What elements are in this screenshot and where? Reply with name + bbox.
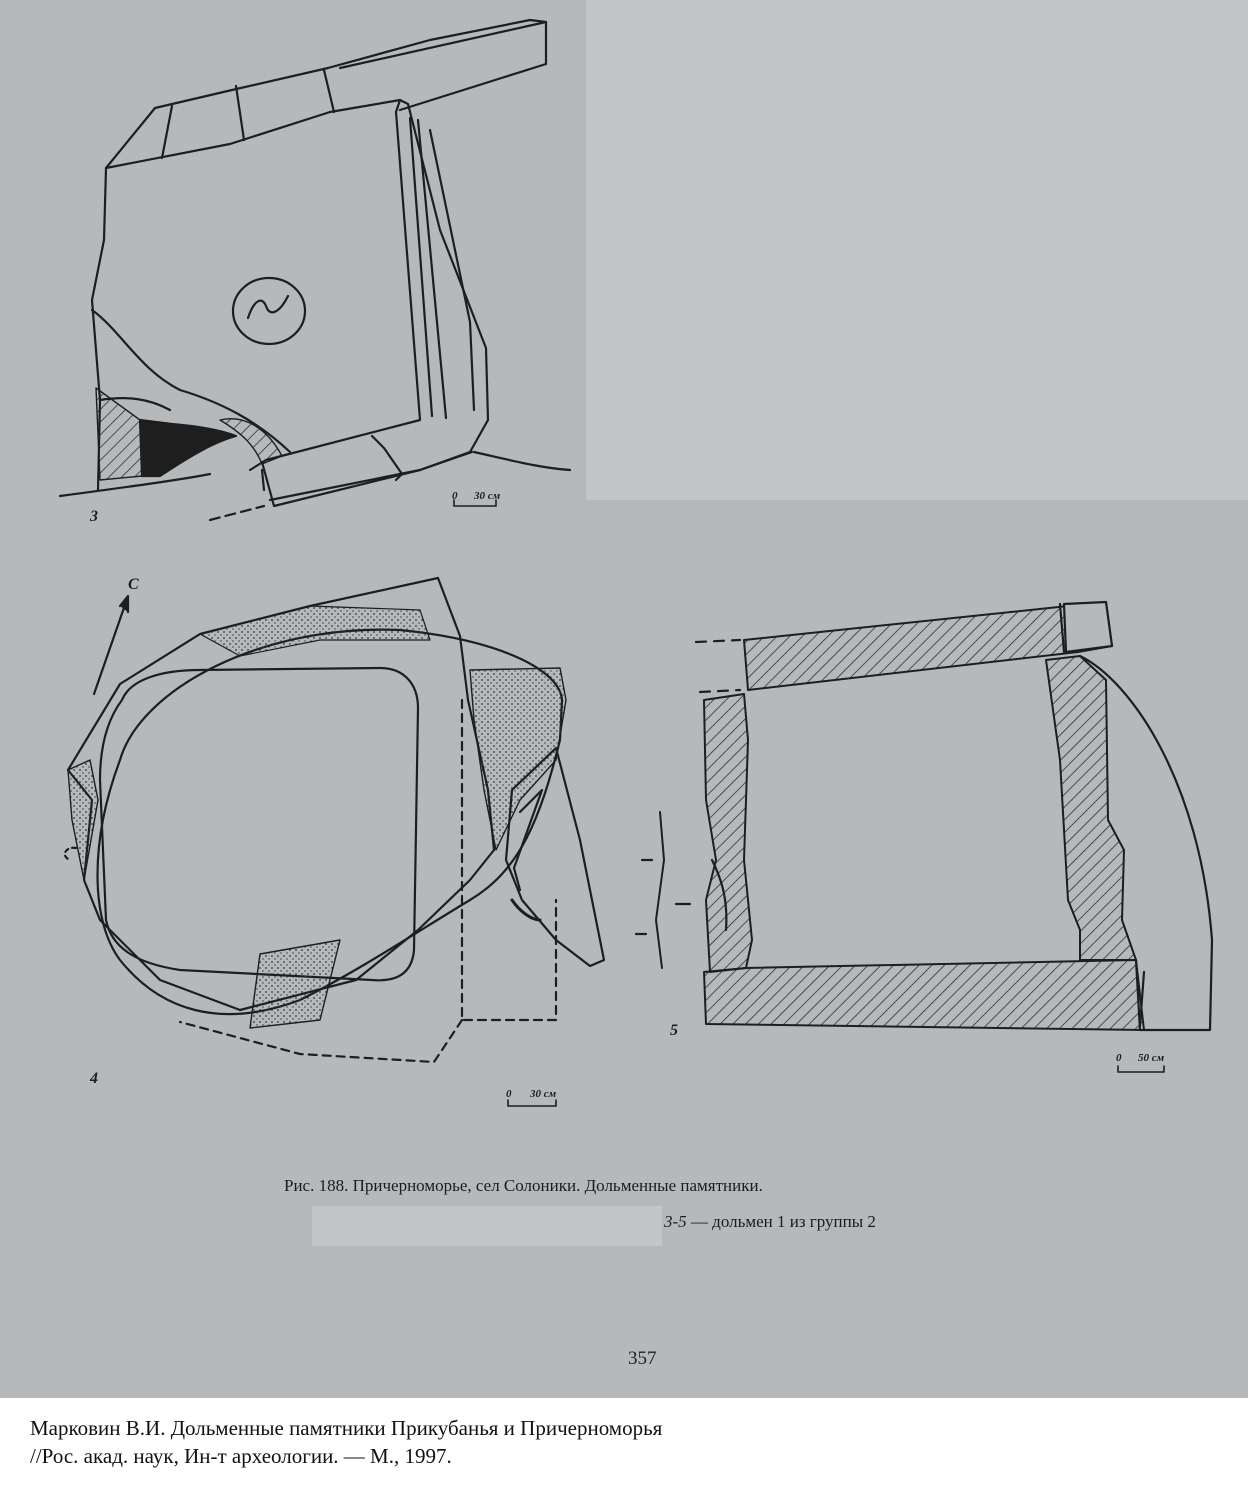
citation-line-2: //Рос. акад. наук, Ин-т археологии. — М.… [30, 1444, 452, 1468]
dolmen-drawings [58, 18, 1214, 1107]
roof-crack-3 [322, 68, 336, 114]
figure-3-label: 3 [90, 508, 98, 525]
figure-5-drawing [634, 600, 1214, 1073]
roof-crack-1 [160, 104, 174, 160]
page-number: 357 [628, 1348, 657, 1369]
figure-3-scale-length: 30 см [474, 490, 501, 502]
figure-5-scale-length: 50 см [1138, 1052, 1165, 1064]
figure-4-scale-zero: 0 [506, 1088, 512, 1100]
figure-caption: Рис. 188. Причерноморье, сел Солоники. Д… [284, 1176, 763, 1195]
redaction-block-caption [312, 1206, 662, 1246]
figure-3-drawing [58, 18, 572, 522]
roof-crack-2 [234, 84, 246, 142]
entrance-shadow [138, 418, 238, 478]
figure-3-scale-zero: 0 [452, 490, 458, 502]
figure-4-label: 4 [90, 1070, 98, 1087]
figure-5-scale-zero: 0 [1116, 1052, 1122, 1064]
subcaption-text: — дольмен 1 из группы 2 [686, 1212, 876, 1231]
porthole [231, 276, 307, 346]
figure-4-drawing [63, 576, 606, 1107]
redaction-block-top-right [586, 0, 1248, 500]
figure-subcaption: 3-5 — дольмен 1 из группы 2 [664, 1212, 876, 1232]
citation: Марковин В.И. Дольменные памятники Прику… [30, 1414, 1230, 1470]
figure-4-scale-length: 30 см [530, 1088, 557, 1100]
subcaption-range: 3-5 [664, 1212, 687, 1231]
figure-5-label: 5 [670, 1022, 678, 1039]
figure-4-north-label: С [128, 576, 139, 593]
citation-line-1: Марковин В.И. Дольменные памятники Прику… [30, 1416, 663, 1440]
scanned-book-page: 3 0 30 см С 4 0 30 см 5 0 50 см Рис. 188… [0, 0, 1248, 1398]
